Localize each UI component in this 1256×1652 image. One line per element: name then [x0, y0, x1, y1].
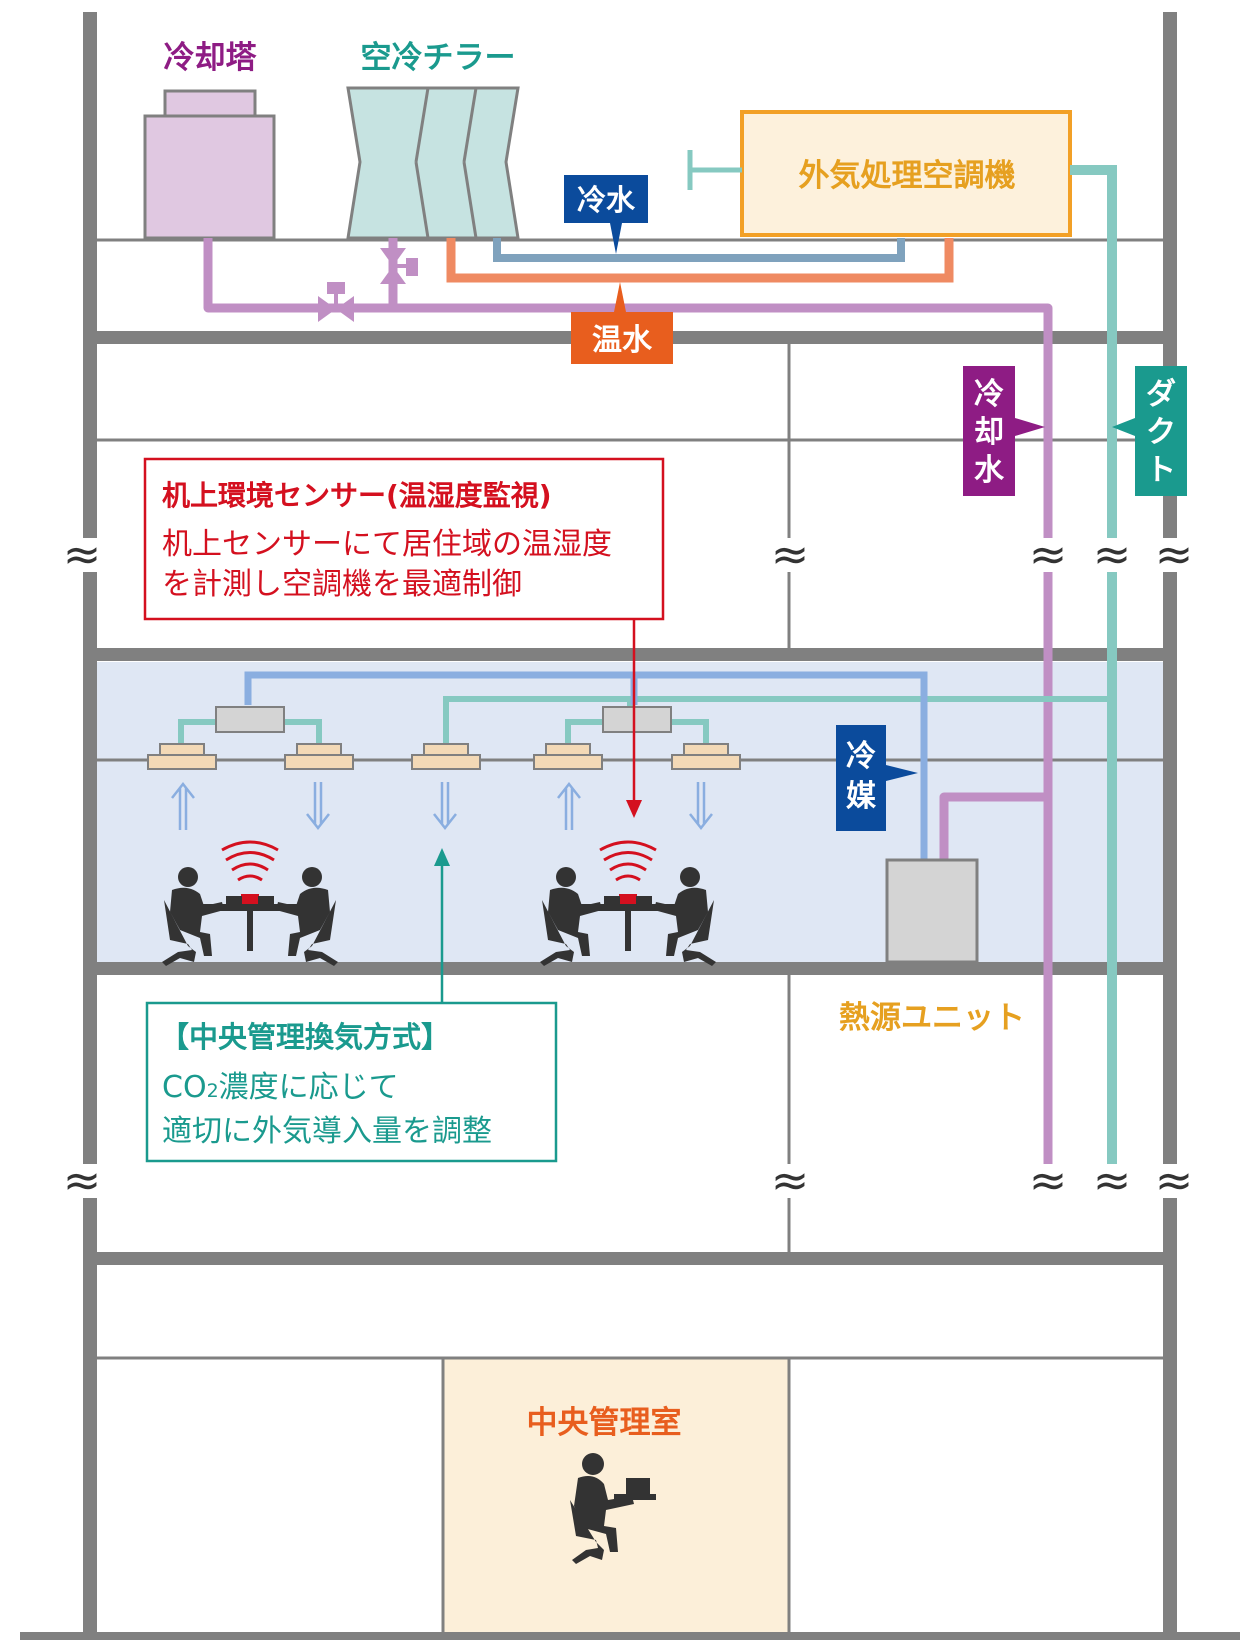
duct-branch [178, 696, 1112, 745]
floor-slabs [83, 331, 1177, 1265]
cooling-tower-label: 冷却塔 [164, 40, 258, 76]
break-symbol: ≈ [771, 527, 810, 581]
sensor-callout-line1: 机上センサーにて居住域の温湿度 [162, 527, 612, 562]
sensor-signal-icon [221, 840, 657, 882]
ground-line [20, 1632, 1240, 1640]
chilled-water-tag: 冷水 [564, 175, 648, 254]
duct [1070, 165, 1117, 1168]
air-cooled-chiller [346, 86, 520, 240]
desk-sensor-icon [241, 894, 259, 905]
air-chiller-label: 空冷チラー [361, 40, 516, 76]
refrigerant-label: 媒 [846, 779, 877, 814]
duct-label: ト [1146, 453, 1176, 488]
sensor-callout-box [143, 457, 665, 621]
cooling-water-label: 却 [974, 415, 1004, 450]
sensor-callout-title: 机上環境センサー(温湿度監視) [162, 479, 552, 512]
break-symbol: ≈ [771, 1153, 810, 1207]
desk-sensor-icon [619, 894, 637, 905]
airflow-arrows [171, 781, 713, 831]
meeting-people-icon [162, 867, 338, 966]
valve-icon [318, 282, 354, 322]
break-symbol: ≈ [1093, 527, 1132, 581]
refrigerant-tag: 冷 媒 [836, 725, 918, 831]
sensor-callout-arrowhead [626, 800, 642, 818]
duct-label: ダ [1146, 377, 1176, 412]
chilled-water-pipe [493, 238, 905, 262]
duct-tag: ダ ク ト [1112, 366, 1187, 496]
outdoor-air-unit-label: 外気処理空調機 [799, 158, 1016, 194]
duct-label: ク [1146, 415, 1176, 450]
hot-water-tag: 温水 [571, 282, 673, 364]
cooling-water-label: 水 [974, 453, 1005, 488]
three-way-valve-icon [380, 248, 418, 284]
central-control-room-label: 中央管理室 [527, 1405, 682, 1441]
meeting-people-icon [540, 867, 716, 966]
heat-source-unit-box [885, 858, 979, 964]
break-symbol: ≈ [1029, 1153, 1068, 1207]
ventilation-callout-title: 【中央管理換気方式】 [160, 1020, 450, 1054]
refrigerant-label: 冷 [846, 739, 876, 774]
hot-water-pipe [446, 238, 954, 283]
operator-icon [570, 1453, 656, 1564]
break-symbol: ≈ [63, 527, 102, 581]
indoor-units [147, 706, 741, 770]
interior-walls [441, 343, 791, 1638]
ventilation-callout-box [145, 1001, 558, 1163]
break-symbols: ≈ ≈ ≈ ≈ ≈ ≈ ≈ ≈ ≈ ≈ [58, 527, 1198, 1207]
break-symbol: ≈ [1155, 527, 1194, 581]
ventilation-callout-arrowhead [434, 848, 450, 866]
break-symbol: ≈ [1155, 1153, 1194, 1207]
break-symbol: ≈ [63, 1153, 102, 1207]
cooling-water-tag: 冷 却 水 [963, 366, 1045, 496]
hot-water-label: 温水 [592, 323, 653, 358]
break-symbol: ≈ [1093, 1153, 1132, 1207]
cooling-water-label: 冷 [974, 377, 1004, 412]
break-symbol: ≈ [1029, 527, 1068, 581]
outdoor-air-handling-unit [687, 110, 1072, 237]
heat-source-unit-label: 熱源ユニット [839, 1000, 1025, 1036]
ventilation-callout-line1: CO2濃度に応じて [162, 1070, 399, 1105]
cooling-tower [143, 89, 276, 240]
sensor-callout-line2: を計測し空調機を最適制御 [162, 567, 522, 602]
ventilation-callout-line2: 適切に外気導入量を調整 [162, 1114, 492, 1149]
chilled-water-label: 冷水 [577, 183, 636, 217]
